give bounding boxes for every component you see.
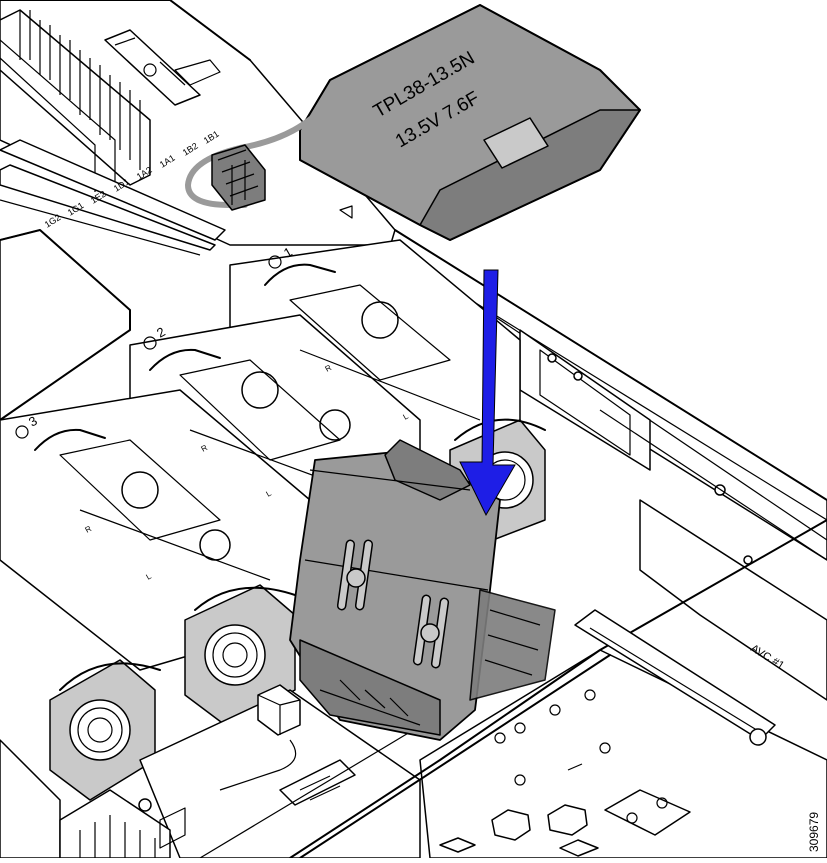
dimm-heatsink-area	[0, 0, 396, 421]
fan-front-4	[49, 659, 156, 801]
air-duct-handle	[574, 609, 776, 746]
fan-label-2: 2	[154, 324, 168, 341]
fan-letter-r-3: R	[84, 524, 94, 535]
figure-id-group: 309679	[807, 812, 821, 852]
insertion-arrow	[459, 269, 516, 517]
figure-id: 309679	[807, 812, 821, 852]
fan-letter-r-1: R	[324, 363, 334, 374]
fan-letter-r-2: R	[200, 443, 210, 454]
fan-letter-l-3: L	[145, 571, 154, 581]
fan-icon-1	[268, 255, 282, 269]
dimm-label-1g2: 1G2	[43, 212, 63, 229]
fan-orientation-labels: R L R L R L	[84, 363, 411, 582]
battery-cable	[184, 115, 315, 208]
fan-letter-l-1: L	[402, 411, 411, 421]
motherboard-area	[0, 519, 827, 859]
battery-holder	[289, 439, 556, 741]
fan-icon-2	[143, 336, 157, 350]
battery-connector	[211, 144, 266, 211]
fan-icon-3	[15, 425, 29, 439]
supercap-battery	[299, 4, 641, 241]
fan-letter-l-2: L	[265, 488, 274, 498]
